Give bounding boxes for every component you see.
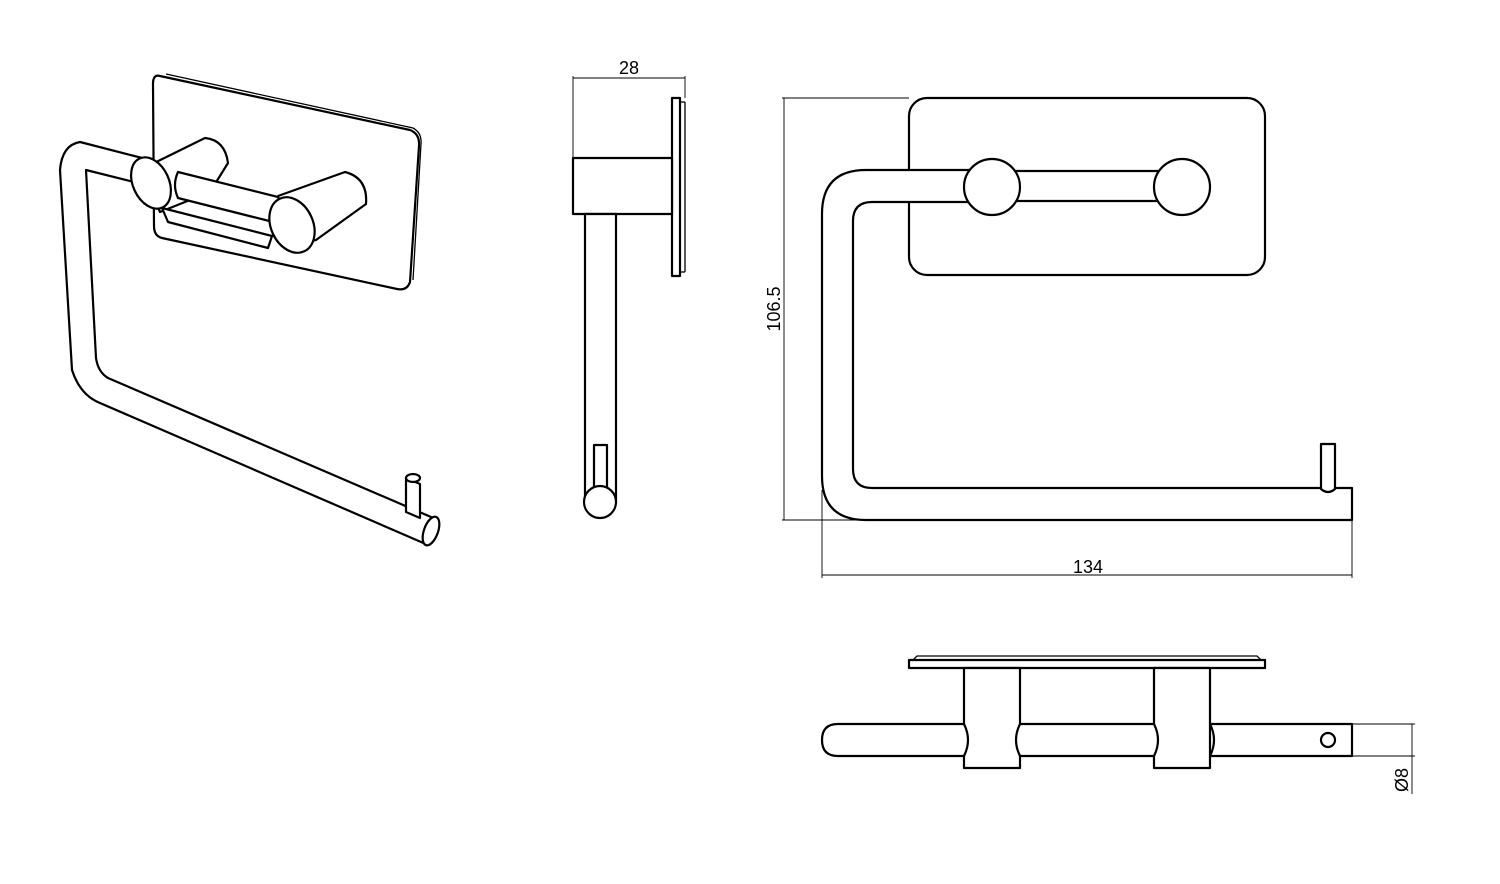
isometric-view [58,73,441,547]
width-dimension: 134 [821,490,1353,578]
side-mount-block [571,156,674,216]
iso-spacer-bar [160,170,292,250]
side-view: 28 [571,58,686,520]
iso-rod-arm [58,140,440,547]
front-spacer-bar [1008,169,1167,203]
front-view: 106.5 134 [764,96,1354,578]
top-view: Ø8 [820,655,1415,794]
top-rod-right [1208,722,1354,758]
top-bracket-left [962,666,1022,770]
front-bracket-right [1152,157,1212,217]
depth-label: 28 [619,58,639,78]
top-bracket-right [1152,666,1212,770]
height-dimension: 106.5 [764,97,909,521]
side-rod-end [582,484,618,520]
top-rod-middle [1014,722,1160,758]
top-rod-left [820,722,970,758]
width-label: 134 [1073,557,1103,577]
front-bracket-left [962,157,1022,217]
depth-dimension: 28 [572,58,686,158]
top-pin-hole [1319,731,1337,749]
front-end-pin [1319,442,1337,494]
side-wall-plate [670,96,682,278]
top-wall-plate [907,658,1267,670]
diameter-label: Ø8 [1392,768,1412,792]
diameter-dimension: Ø8 [1352,723,1415,794]
iso-bracket-right [268,170,368,254]
iso-end-pin [404,472,441,547]
height-label: 106.5 [764,286,784,331]
